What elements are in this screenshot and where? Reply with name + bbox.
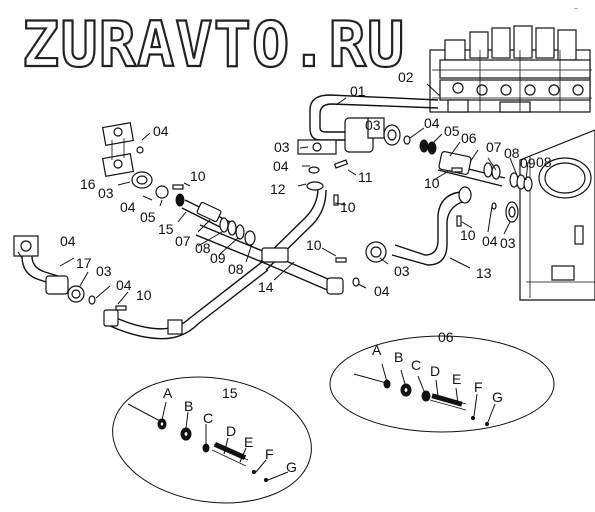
callout-03: 03 (274, 139, 290, 155)
callout-14: 14 (258, 279, 274, 295)
callout-05: 05 (444, 123, 460, 139)
callout-04: 04 (273, 158, 289, 174)
detail-15-letter-f: F (265, 446, 274, 462)
watermark: ZURAVTO.RU (22, 8, 405, 81)
callout-10: 10 (460, 227, 476, 243)
detail-06-letter-b: B (394, 349, 403, 365)
detail-15-letter-g: G (286, 459, 297, 475)
callout-10: 10 (306, 237, 322, 253)
callout-08: 08 (228, 261, 244, 277)
hose-06 (383, 124, 533, 192)
pipe-12 (259, 181, 327, 271)
detail-15-letter-e: E (244, 434, 253, 450)
callout-10: 10 (190, 168, 206, 184)
detail-15: 15 A B C D E F G (112, 376, 312, 504)
callout-12: 12 (270, 181, 286, 197)
callout-06: 06 (461, 130, 477, 146)
callout-04: 04 (482, 233, 498, 249)
control-valve-block (429, 25, 592, 113)
flange-17 (13, 235, 96, 305)
callout-11: 11 (358, 169, 373, 185)
detail-15-letter-d: D (226, 423, 236, 439)
callout-04: 04 (153, 123, 169, 139)
callout-09: 09 (520, 155, 536, 171)
callout-labels: 01 02 03 03 03 03 03 03 04 04 04 04 04 0… (60, 69, 552, 303)
leader-lines (17, 83, 529, 305)
detail-15-letter-a: A (163, 385, 173, 401)
pipe-lower (103, 261, 269, 340)
detail-15-letter-c: C (203, 410, 213, 426)
detail-15-title: 15 (222, 385, 238, 401)
callout-03: 03 (96, 263, 112, 279)
callout-01: 01 (350, 83, 366, 99)
detail-06-title: 06 (438, 329, 454, 345)
callout-04: 04 (60, 233, 76, 249)
callout-10: 10 (340, 199, 356, 215)
callout-03: 03 (365, 117, 381, 133)
hydraulic-tank (519, 129, 595, 301)
callout-16: 16 (80, 176, 96, 192)
callout-07: 07 (175, 233, 191, 249)
callout-13: 13 (476, 265, 492, 281)
detail-15-letter-b: B (184, 398, 193, 414)
callout-08: 08 (536, 154, 552, 170)
callout-10: 10 (136, 287, 152, 303)
detail-06: 06 A B C D E F G (329, 329, 555, 433)
callout-08: 08 (504, 145, 520, 161)
callout-15: 15 (158, 221, 174, 237)
detail-06-letter-a: A (372, 342, 382, 358)
corner-mark: -- (574, 6, 578, 12)
callout-08: 08 (195, 240, 211, 256)
callout-04: 04 (120, 199, 136, 215)
callout-02: 02 (398, 69, 414, 85)
pipe-13 (365, 186, 472, 266)
callout-07: 07 (486, 139, 502, 155)
callout-03: 03 (500, 235, 516, 251)
callout-03: 03 (98, 185, 114, 201)
detail-06-letter-f: F (474, 379, 483, 395)
flange-16 (101, 122, 153, 189)
detail-06-letter-e: E (452, 371, 461, 387)
flange-03-right (491, 201, 519, 223)
callout-17: 17 (76, 255, 92, 271)
callout-05: 05 (140, 209, 156, 225)
pipe-01 (297, 94, 439, 155)
callout-04: 04 (116, 277, 132, 293)
bolts (115, 146, 463, 311)
callout-10: 10 (424, 175, 440, 191)
detail-06-letter-g: G (492, 389, 503, 405)
callout-09: 09 (210, 250, 226, 266)
callout-03: 03 (394, 263, 410, 279)
callout-04: 04 (374, 283, 390, 299)
hose-15 (155, 185, 256, 246)
detail-06-letter-d: D (430, 363, 440, 379)
pipe-14 (195, 224, 344, 295)
detail-06-letter-c: C (411, 357, 421, 373)
callout-04: 04 (424, 115, 440, 131)
